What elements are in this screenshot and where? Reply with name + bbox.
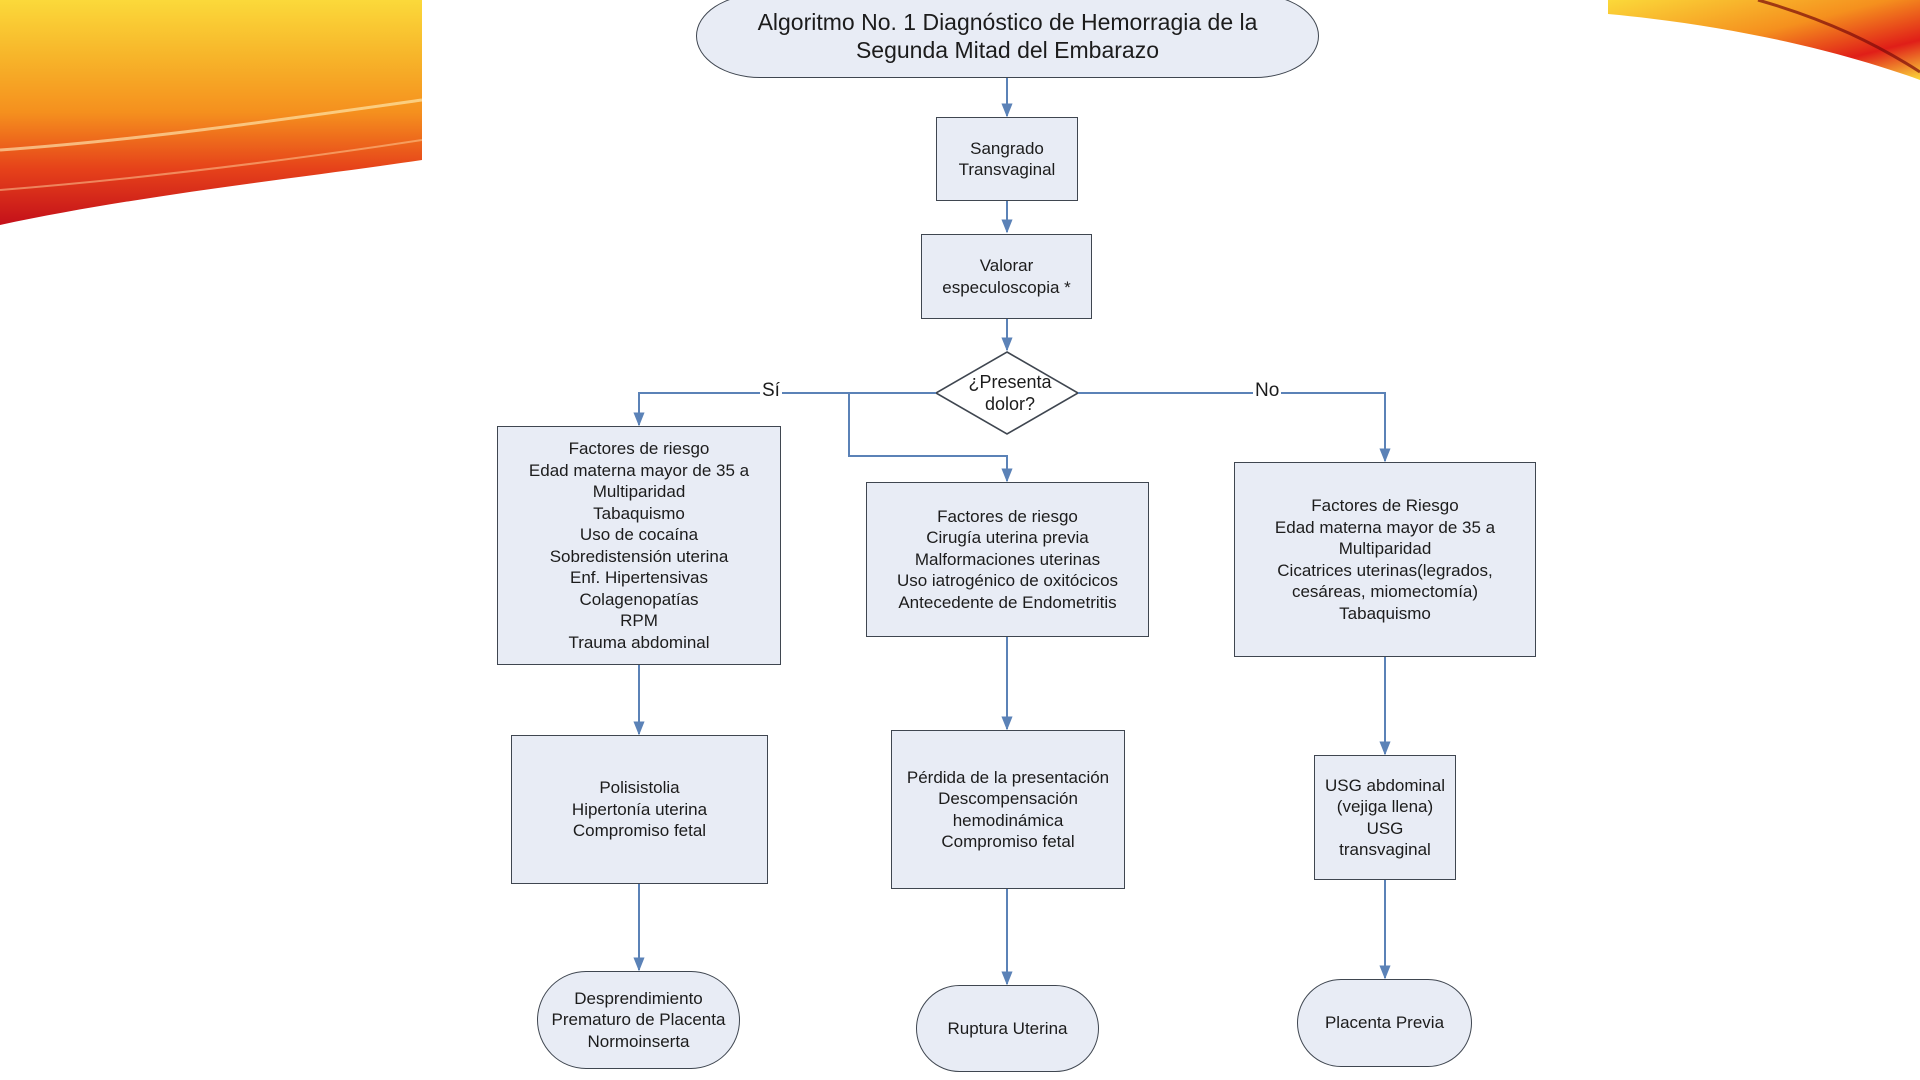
connector-yes: [633, 392, 936, 427]
valorar-text: Valorar especuloscopia *: [942, 256, 1071, 297]
branch-label-no: No: [1253, 380, 1282, 402]
connector-no: [1078, 392, 1391, 463]
diagnosis-left-terminal: Desprendimiento Prematuro de Placenta No…: [537, 971, 740, 1069]
risk-factors-left-text: Factores de riesgo Edad materna mayor de…: [528, 439, 750, 652]
connector-yes-mid: [848, 393, 1013, 483]
signs-mid-box: Pérdida de la presentación Descompensaci…: [891, 730, 1125, 889]
diagnosis-mid-terminal: Ruptura Uterina: [916, 985, 1099, 1072]
risk-factors-right-text: Factores de Riesgo Edad materna mayor de…: [1274, 496, 1496, 623]
ultrasound-right-text: USG abdominal (vejiga llena) USG transva…: [1324, 775, 1445, 860]
ultrasound-right-box: USG abdominal (vejiga llena) USG transva…: [1314, 755, 1456, 880]
signs-left-text: Polisistolia Hipertonía uterina Compromi…: [571, 778, 708, 841]
sangrado-box: Sangrado Transvaginal: [936, 117, 1078, 201]
valorar-box: Valorar especuloscopia *: [921, 234, 1092, 319]
decorative-swoosh-left: [0, 0, 422, 225]
algorithm-title-text: Algoritmo No. 1 Diagnóstico de Hemorragi…: [757, 9, 1258, 63]
diagnosis-right-text: Placenta Previa: [1324, 1013, 1445, 1033]
diagnosis-mid-text: Ruptura Uterina: [947, 1018, 1068, 1038]
algorithm-title: Algoritmo No. 1 Diagnóstico de Hemorragi…: [696, 0, 1319, 78]
diagnosis-right-terminal: Placenta Previa: [1297, 979, 1472, 1067]
risk-factors-mid-box: Factores de riesgo Cirugía uterina previ…: [866, 482, 1149, 637]
decision-diamond: [934, 351, 1080, 435]
signs-mid-text: Pérdida de la presentación Descompensaci…: [906, 767, 1110, 852]
diagnosis-left-text: Desprendimiento Prematuro de Placenta No…: [551, 988, 726, 1051]
risk-factors-right-box: Factores de Riesgo Edad materna mayor de…: [1234, 462, 1536, 657]
signs-left-box: Polisistolia Hipertonía uterina Compromi…: [511, 735, 768, 884]
decorative-swoosh-right: [1608, 0, 1920, 80]
sangrado-text: Sangrado Transvaginal: [958, 138, 1056, 180]
risk-factors-left-box: Factores de riesgo Edad materna mayor de…: [497, 426, 781, 665]
decision-text: ¿Presenta dolor?: [968, 372, 1052, 414]
branch-label-yes: Sí: [760, 380, 782, 402]
risk-factors-mid-text: Factores de riesgo Cirugía uterina previ…: [896, 506, 1119, 612]
